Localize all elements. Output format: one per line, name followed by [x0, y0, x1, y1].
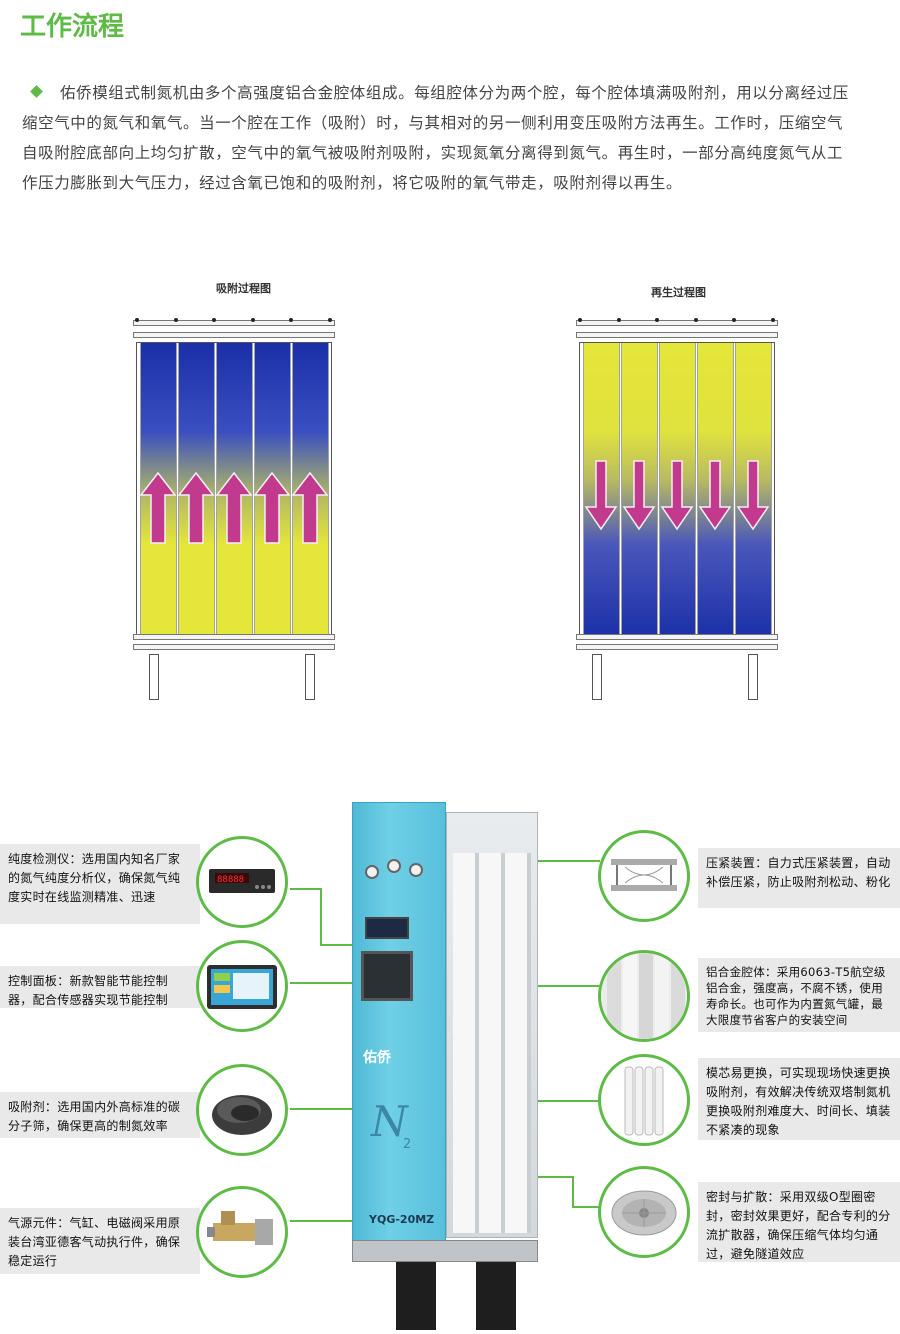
- purity-analyzer-icon: 88888: [196, 836, 288, 928]
- arrow-down-icon: [698, 460, 732, 531]
- intro-line: 佑侨模组式制氮机由多个高强度铝合金腔体组成。每组腔体分为两个腔，每个腔体填满吸附…: [60, 84, 849, 102]
- arrow-up-icon: [215, 471, 253, 544]
- intro-line: 自吸附腔底部向上均匀扩散，空气中的氧气被吸附剂吸附，实现氮氧分离得到氮气。再生时…: [22, 144, 844, 162]
- intro-line: 缩空气中的氮气和氧气。当一个腔在工作（吸附）时，与其相对的另一侧利用变压吸附方法…: [22, 114, 844, 132]
- tube-bank: [579, 342, 775, 640]
- feature-label-pneumatic: 气源元件：气缸、电磁阀采用原装台湾亚德客气动执行件，确保稳定运行: [0, 1208, 200, 1274]
- compaction-device-icon: [598, 830, 690, 922]
- machine-front-panel: 佑侨 N 2 YQG-20MZ: [352, 802, 446, 1242]
- machine-foot: [476, 1262, 516, 1330]
- nitrogen-symbol: N: [371, 1097, 408, 1146]
- model-label: YQG-20MZ: [369, 1213, 435, 1226]
- support-leg: [149, 654, 159, 700]
- tube-bank: [136, 342, 332, 640]
- pressure-gauge-icon: [387, 859, 401, 873]
- page-title: 工作流程: [20, 12, 125, 42]
- aluminum-chamber-icon: [598, 950, 690, 1042]
- bottom-rail: [576, 634, 778, 640]
- feature-label-seal: 密封与扩散：采用双级O型圈密封，密封效果更好，配合专利的分流扩散器，确保压缩气体…: [698, 1182, 900, 1262]
- feature-label-compaction: 压紧装置：自力式压紧装置，自动补偿压紧，防止吸附剂松动、粉化: [698, 848, 900, 908]
- top-rail: [133, 320, 335, 326]
- purity-display: [365, 917, 409, 939]
- regeneration-caption: 再生过程图: [651, 286, 706, 299]
- adsorption-diagram: [133, 318, 335, 700]
- feature-label-chamber: 铝合金腔体：采用6063-T5航空级铝合金，强度高，不腐不锈，使用寿命长。也可作…: [698, 958, 900, 1032]
- bottom-rail: [133, 634, 335, 640]
- bottom-rail: [133, 644, 335, 650]
- support-leg: [305, 654, 315, 700]
- arrow-up-icon: [177, 471, 215, 544]
- top-rail: [576, 332, 778, 338]
- module-core-icon: [598, 1054, 690, 1146]
- adsorbent-icon: [196, 1064, 288, 1156]
- arrow-down-icon: [622, 460, 656, 531]
- nitrogen-subscript: 2: [403, 1137, 412, 1152]
- arrows-up: [139, 471, 329, 544]
- arrows-down: [584, 460, 770, 531]
- arrow-up-icon: [253, 471, 291, 544]
- machine-foot: [396, 1262, 436, 1330]
- machine-base: [352, 1240, 538, 1262]
- brand-logo: 佑侨: [363, 1050, 391, 1066]
- feature-label-adsorbent: 吸附剂：选用国内外高标准的碳分子筛，确保更高的制氮效率: [0, 1092, 200, 1138]
- touch-screen: [361, 951, 413, 1001]
- top-rail: [576, 320, 778, 326]
- regeneration-diagram: [576, 318, 778, 700]
- top-rail: [133, 332, 335, 338]
- pressure-gauge-icon: [365, 865, 379, 879]
- arrow-down-icon: [660, 460, 694, 531]
- pressure-gauge-icon: [409, 863, 423, 877]
- arrow-up-icon: [139, 471, 177, 544]
- adsorption-caption: 吸附过程图: [216, 282, 271, 295]
- support-leg: [592, 654, 602, 700]
- support-leg: [748, 654, 758, 700]
- arrow-down-icon: [736, 460, 770, 531]
- control-panel-icon: [196, 940, 288, 1032]
- machine-side-panel: [446, 812, 538, 1238]
- feature-label-module: 模芯易更换，可实现现场快速更换吸附剂，有效解决传统双塔制氮机更换吸附剂难度大、时…: [698, 1058, 900, 1140]
- feature-label-control: 控制面板：新款智能节能控制器，配合传感器实现节能控制: [0, 966, 200, 1008]
- machine-tubes: [453, 853, 531, 1233]
- bottom-rail: [576, 644, 778, 650]
- feature-label-purity: 纯度检测仪：选用国内知名厂家的氮气纯度分析仪，确保氮气纯度实时在线监测精准、迅速: [0, 844, 200, 924]
- intro-line: 作压力膨胀到大气压力，经过含氧已饱和的吸附剂，将它吸附的氧气带走，吸附剂得以再生…: [22, 174, 683, 192]
- pneumatic-component-icon: [196, 1186, 288, 1278]
- arrow-down-icon: [584, 460, 618, 531]
- seal-diffuser-icon: [598, 1166, 690, 1258]
- intro-paragraph: 佑侨模组式制氮机由多个高强度铝合金腔体组成。每组腔体分为两个腔，每个腔体填满吸附…: [22, 78, 882, 198]
- svg-text:88888: 88888: [217, 875, 244, 885]
- arrow-up-icon: [291, 471, 329, 544]
